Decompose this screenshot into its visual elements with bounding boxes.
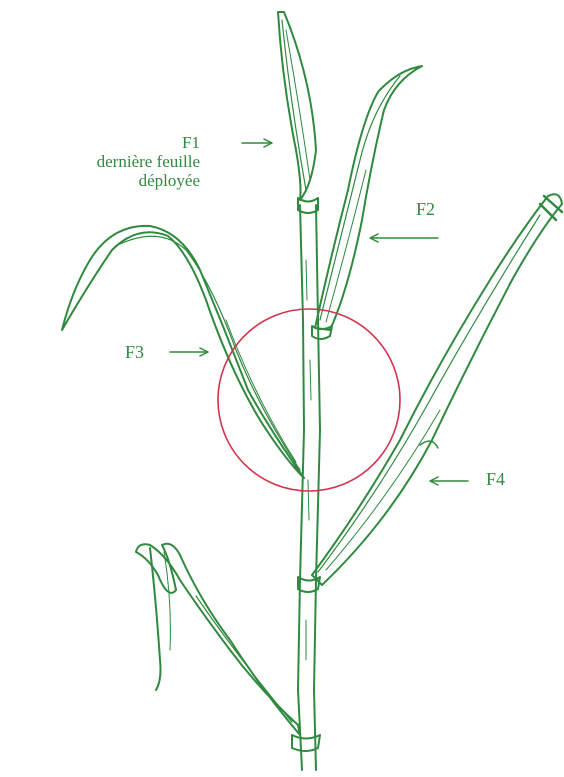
label-f1-name: F1: [97, 133, 200, 152]
label-f4: F4: [486, 470, 505, 489]
leaf-f1: [278, 12, 316, 200]
leaf-f2: [315, 66, 422, 330]
leaf-f4: [312, 194, 562, 585]
label-f3: F3: [125, 343, 144, 362]
label-f1: F1 dernière feuille déployée: [97, 133, 200, 190]
label-f1-line1: dernière feuille: [97, 152, 200, 171]
highlight-circle: [218, 309, 400, 491]
label-f1-line2: déployée: [97, 171, 200, 190]
leaf-lower: [136, 544, 300, 735]
label-f2: F2: [416, 200, 435, 219]
main-stem: [298, 205, 320, 770]
